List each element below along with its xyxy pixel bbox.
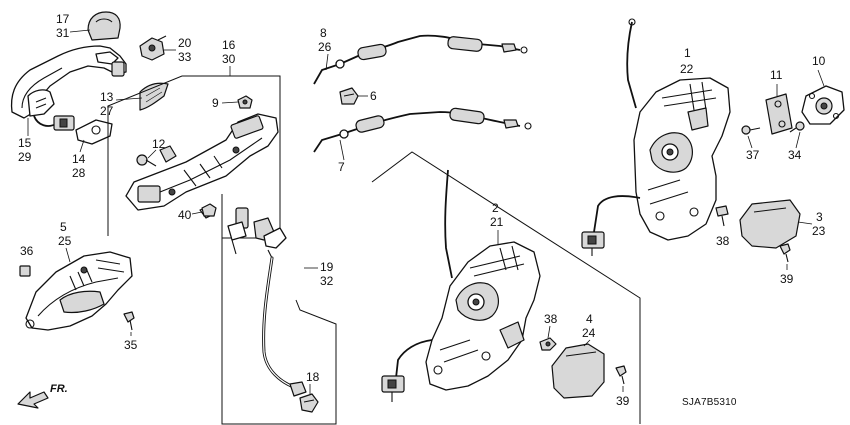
front-direction-arrow: FR.: [17, 383, 68, 409]
callout-34: 34: [788, 148, 802, 162]
key-cylinder-rod[interactable]: [262, 256, 307, 397]
door-striker-10[interactable]: [801, 85, 845, 125]
callout-1: 1: [684, 46, 691, 60]
callout-19: 19: [320, 260, 334, 274]
callout-30: 30: [222, 52, 236, 66]
callout-38-lower: 38: [544, 312, 558, 326]
callout-5: 5: [60, 220, 67, 234]
outer-handle-base[interactable]: [10, 45, 127, 119]
lower-release-cable[interactable]: [313, 107, 532, 153]
cable-clip-6[interactable]: [339, 87, 359, 105]
callout-28: 28: [72, 166, 86, 180]
callout-2: 2: [492, 201, 499, 215]
bolt-12[interactable]: [136, 154, 157, 167]
callout-37: 37: [746, 148, 760, 162]
inner-handle[interactable]: [25, 251, 133, 331]
callout-25: 25: [58, 234, 72, 248]
callout-38-upper: 38: [716, 234, 730, 248]
callout-13: 13: [100, 90, 114, 104]
screw-35[interactable]: [123, 311, 135, 331]
callout-35: 35: [124, 338, 138, 352]
key-cylinder-group-box: [221, 194, 337, 425]
callout-3: 3: [816, 210, 823, 224]
striker-shim-11[interactable]: [765, 93, 793, 135]
callout-40: 40: [178, 208, 192, 222]
latch-cover-3[interactable]: [739, 199, 801, 249]
bolt-34[interactable]: [789, 121, 805, 133]
callout-21: 21: [490, 215, 504, 229]
callout-4: 4: [586, 312, 593, 326]
callout-14: 14: [72, 152, 86, 166]
screw-39-lower[interactable]: [615, 365, 627, 385]
front-direction-label: FR.: [50, 383, 68, 395]
screw-39-upper[interactable]: [779, 243, 791, 263]
callout-33: 33: [178, 50, 192, 64]
callout-7: 7: [338, 160, 345, 174]
upper-release-cable[interactable]: [313, 34, 528, 85]
callout-9: 9: [212, 96, 219, 110]
callout-24: 24: [582, 326, 596, 340]
nut-9[interactable]: [237, 95, 253, 109]
callout-39-lower: 39: [616, 394, 630, 408]
callout-20: 20: [178, 36, 192, 50]
callout-36: 36: [20, 244, 34, 258]
callout-12: 12: [152, 137, 166, 151]
handle-frame[interactable]: [125, 113, 279, 219]
clip-36[interactable]: [19, 265, 31, 277]
clip-18[interactable]: [299, 393, 319, 413]
callout-29: 29: [18, 150, 32, 164]
handle-sensor-connector[interactable]: [33, 115, 75, 131]
callout-26: 26: [318, 40, 332, 54]
nut-40[interactable]: [201, 203, 217, 217]
handle-spacer-14[interactable]: [75, 119, 113, 145]
callout-8: 8: [320, 26, 327, 40]
callout-39-upper: 39: [780, 272, 794, 286]
bolt-38-upper[interactable]: [715, 205, 729, 227]
callout-16: 16: [222, 38, 236, 52]
callout-23: 23: [812, 224, 826, 238]
handle-bracket-20[interactable]: [139, 35, 167, 61]
bolt-37[interactable]: [741, 125, 761, 135]
key-cylinder[interactable]: [227, 207, 287, 259]
callout-31: 31: [56, 26, 70, 40]
callout-22: 22: [680, 62, 694, 76]
callout-27: 27: [100, 104, 114, 118]
callout-11: 11: [770, 68, 783, 82]
callout-15: 15: [18, 136, 32, 150]
callout-10: 10: [812, 54, 826, 68]
lower-latch-group-box: [371, 151, 641, 424]
upper-door-latch[interactable]: [581, 18, 731, 256]
diagram-code: SJA7B5310: [682, 397, 737, 408]
outer-handle-cap[interactable]: [87, 11, 121, 41]
callout-17: 17: [56, 12, 70, 26]
latch-cover-4[interactable]: [551, 343, 605, 399]
callout-6: 6: [370, 89, 377, 103]
lower-door-latch[interactable]: [381, 169, 541, 402]
callout-18: 18: [306, 370, 320, 384]
bolt-38-lower[interactable]: [539, 337, 557, 351]
callout-32: 32: [320, 274, 334, 288]
